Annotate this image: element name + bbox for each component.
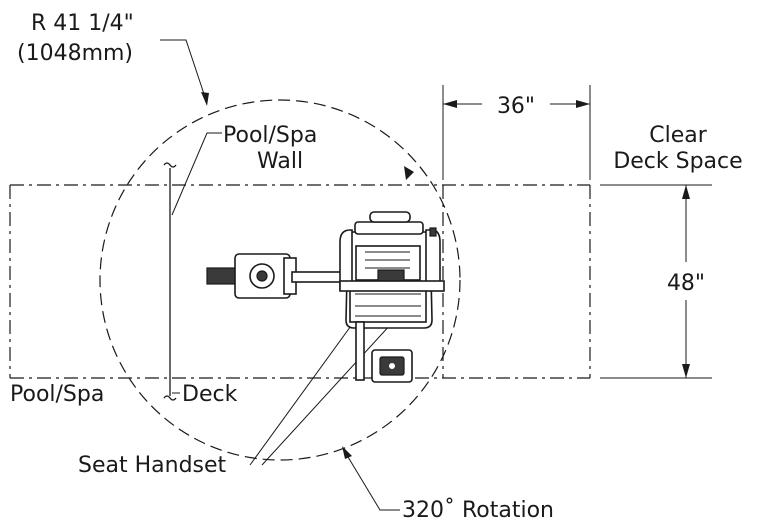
clear-deck-label-line1: Clear [649,123,707,148]
pool-spa-wall-label-line1: Pool/Spa [223,123,317,148]
width-dimension [442,85,591,180]
rotation-arrow [404,166,414,180]
deck-label: Deck [182,382,238,407]
width-dimension-label: 36" [497,94,535,119]
pool-spa-label: Pool/Spa [10,382,104,407]
deck-boundary [9,184,591,379]
height-dimension-label: 48" [667,271,705,296]
radius-mm-label: (1048mm) [17,41,133,66]
height-dimension [600,184,712,379]
seat-handset [371,349,413,383]
pool-lift-top-view [206,211,445,381]
pool-spa-wall-label-line2: Wall [257,149,303,174]
rotation-label: 320˚ Rotation [402,498,554,523]
seat-handset-label: Seat Handset [78,453,227,478]
radius-label: R 41 1/4" [31,11,134,36]
rotation-clearance-circle [99,99,461,461]
pool-spa-wall-line [163,162,177,401]
clear-deck-label-line2: Deck Space [613,149,742,174]
